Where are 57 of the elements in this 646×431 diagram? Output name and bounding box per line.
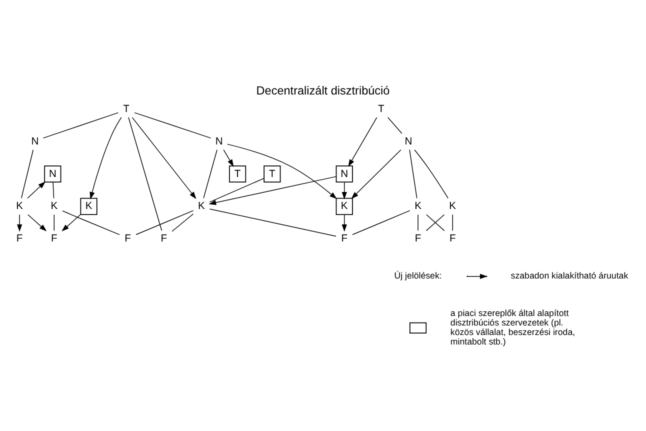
arrow xyxy=(223,148,234,166)
arrow xyxy=(16,214,22,232)
connector xyxy=(52,181,54,198)
node-box: T xyxy=(264,164,281,182)
node-text: K xyxy=(198,200,205,212)
arrow xyxy=(348,116,378,166)
arrow xyxy=(342,181,347,199)
node-text: F xyxy=(160,233,168,244)
connector xyxy=(134,112,212,138)
connector xyxy=(414,148,448,198)
arrow xyxy=(62,214,81,231)
node-box: K xyxy=(336,197,353,214)
legend-label: a piaci szereplők által alapított disztribúciós szervezetek (pl. közös vállalat, beszerzési iroda, mintabolt stb.) xyxy=(450,307,576,346)
node-text: F xyxy=(341,233,348,244)
node-text: T xyxy=(123,103,130,114)
connector xyxy=(42,112,119,138)
node-box: K xyxy=(80,197,98,214)
node-text: F xyxy=(414,233,422,244)
connector xyxy=(128,116,162,230)
connector xyxy=(209,208,336,236)
arrow xyxy=(90,116,122,199)
node-text: F xyxy=(449,233,456,244)
connector xyxy=(136,210,194,235)
arrow xyxy=(208,176,336,205)
arrow xyxy=(351,148,402,198)
connector xyxy=(21,148,34,198)
node-box: T xyxy=(229,164,246,182)
label: Új jelölések: xyxy=(394,270,442,280)
node-text: K xyxy=(449,200,456,212)
arrow xyxy=(342,214,347,232)
node-text: N xyxy=(404,136,412,147)
node-text: K xyxy=(16,200,23,212)
connector xyxy=(387,116,402,134)
connector xyxy=(203,148,218,198)
connector xyxy=(409,148,418,198)
arrow xyxy=(28,214,47,231)
node-text: F xyxy=(124,233,131,244)
node-text: T xyxy=(378,103,384,114)
node-text: F xyxy=(16,233,23,244)
arrow xyxy=(27,180,46,198)
connector xyxy=(62,210,120,235)
node-text: N xyxy=(31,136,39,147)
arrow xyxy=(132,116,196,199)
connector xyxy=(172,213,194,232)
connector xyxy=(352,210,410,235)
connector xyxy=(452,214,453,231)
node-text: K xyxy=(50,200,58,212)
diagram-title: Decentralizált disztribúció xyxy=(256,84,390,97)
node-text: K xyxy=(414,200,422,212)
arrow xyxy=(226,143,337,199)
connector xyxy=(54,214,55,231)
node-box: N xyxy=(44,164,62,182)
connector xyxy=(209,177,264,202)
node-box: N xyxy=(336,164,353,182)
node-text: N xyxy=(215,136,223,147)
node-text: F xyxy=(51,233,58,244)
legend-label: szabadon kialakítható áruutak xyxy=(510,270,628,280)
